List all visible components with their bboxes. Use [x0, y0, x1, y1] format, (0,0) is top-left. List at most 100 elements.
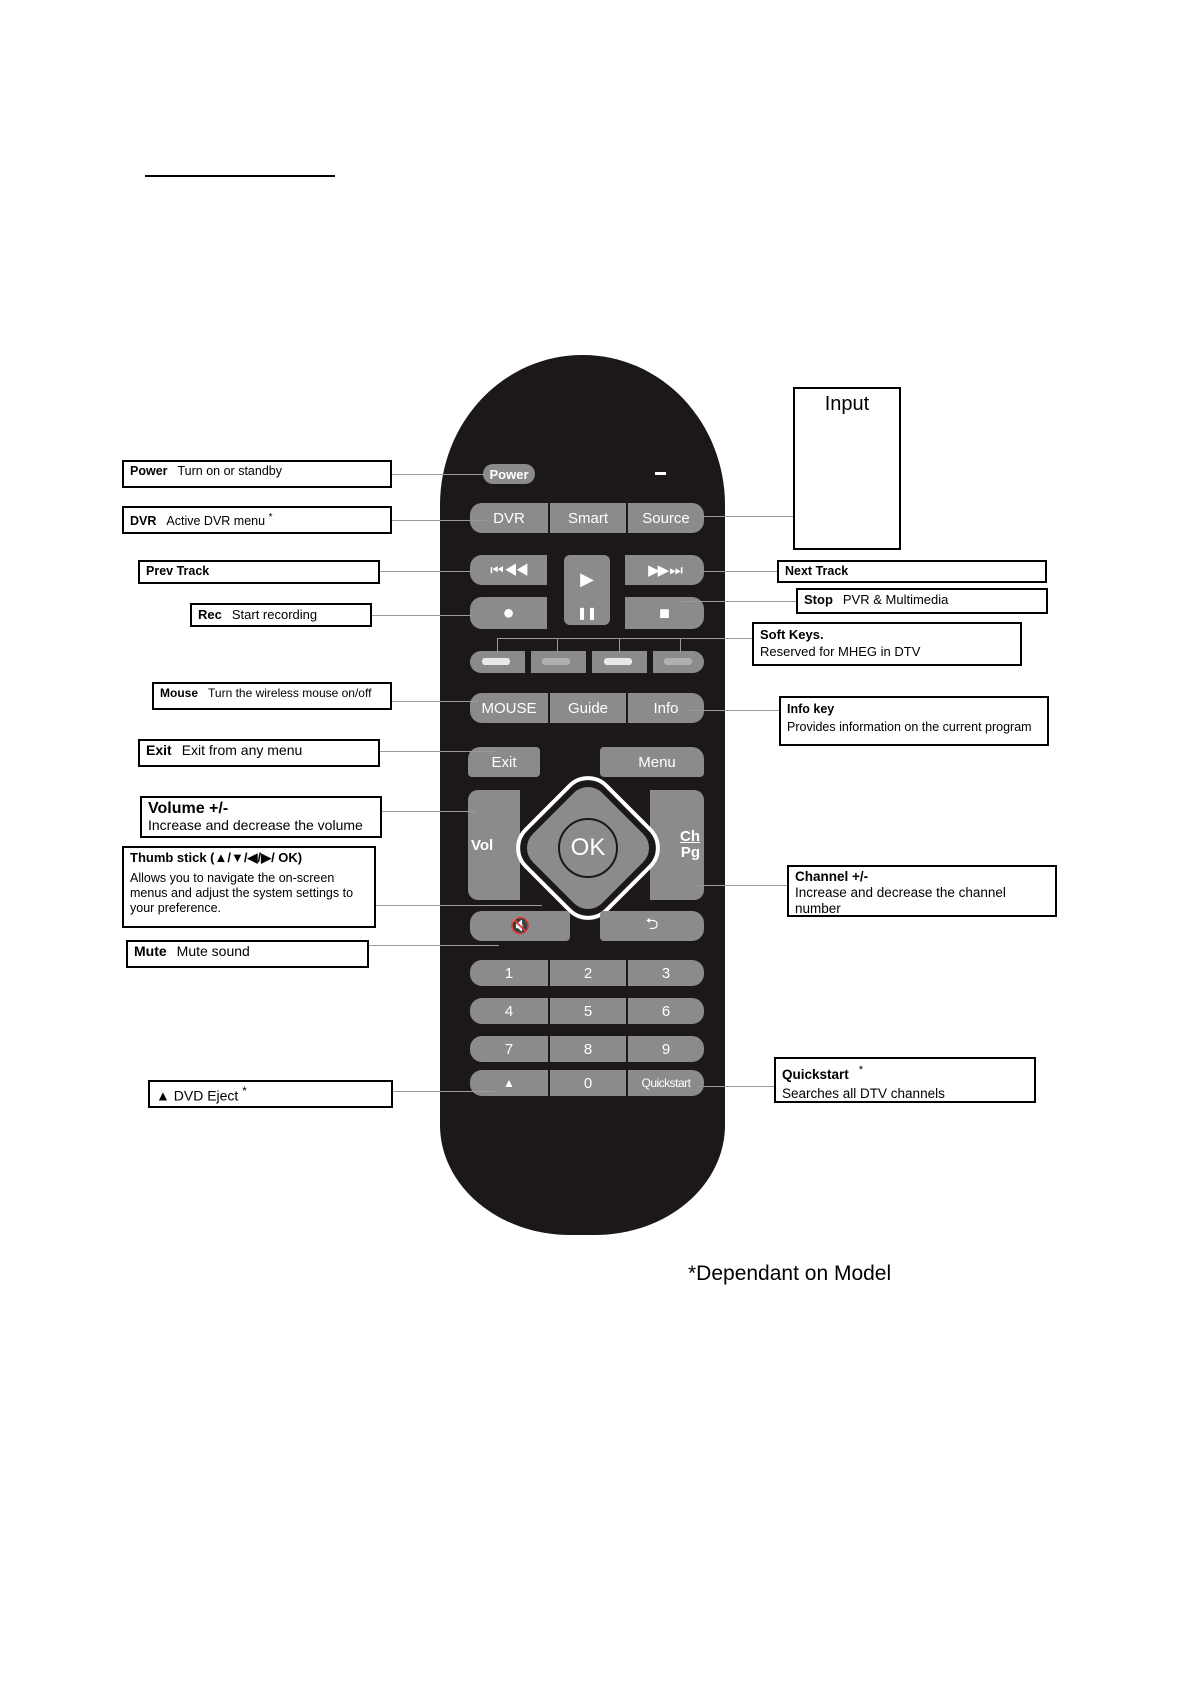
leader-line: [697, 885, 787, 886]
leader-line: [497, 638, 752, 639]
label-rec-key: Rec: [198, 607, 222, 622]
label-dvr-desc: Active DVR menu: [166, 514, 266, 529]
label-channel: Channel +/- Increase and decrease the ch…: [787, 865, 1057, 917]
label-mouse: Mouse Turn the wireless mouse on/off: [152, 682, 392, 710]
label-eject-desc: DVD Eject: [173, 1087, 239, 1104]
label-info-desc: Provides information on the current prog…: [787, 720, 1032, 734]
label-prev-key: Prev Track: [146, 564, 210, 578]
number-key-6[interactable]: 6: [626, 998, 704, 1024]
label-mouse-desc: Turn the wireless mouse on/off: [208, 686, 372, 700]
label-soft-key: Soft Keys.: [760, 627, 824, 642]
soft-key-mark: [542, 658, 570, 665]
label-stop-key: Stop: [804, 592, 833, 607]
leader-line: [393, 1091, 498, 1092]
label-power: Power Turn on or standby: [122, 460, 392, 488]
label-prev-track: Prev Track: [138, 560, 380, 584]
menu-button[interactable]: Menu: [600, 747, 704, 777]
number-key-2[interactable]: 2: [548, 960, 626, 986]
leader-line: [369, 945, 499, 946]
label-exit-desc: Exit from any menu: [181, 742, 303, 758]
footnote: *Dependant on Model: [688, 1262, 892, 1285]
exit-button[interactable]: Exit: [468, 747, 540, 777]
leader-line: [380, 571, 473, 572]
leader-line: [372, 615, 472, 616]
leader-line: [376, 905, 542, 906]
label-power-key: Power: [130, 464, 168, 478]
label-rec: Rec Start recording: [190, 603, 372, 627]
leader-line: [698, 1086, 774, 1087]
number-key-8[interactable]: 8: [548, 1036, 626, 1062]
dvr-button[interactable]: DVR: [470, 503, 548, 533]
leader-line: [392, 474, 484, 475]
label-dvr: DVR Active DVR menu *: [122, 506, 392, 534]
leader-line: [380, 751, 495, 752]
number-key-9[interactable]: 9: [626, 1036, 704, 1062]
leader-tick: [557, 638, 558, 653]
label-thumb-desc: Allows you to navigate the on-screen men…: [130, 871, 354, 915]
play-button[interactable]: ▶: [564, 555, 610, 625]
quickstart-button[interactable]: Quickstart: [626, 1070, 704, 1096]
label-volume: Volume +/- Increase and decrease the vol…: [140, 796, 382, 838]
label-thumb-key: Thumb stick (▲/▼/◀/▶/ OK): [130, 850, 303, 865]
label-volume-desc: Increase and decrease the volume: [148, 817, 363, 833]
power-button[interactable]: Power: [483, 464, 535, 484]
soft-key-mark: [604, 658, 632, 665]
rec-button[interactable]: ●: [470, 597, 547, 629]
heading-underline: [145, 175, 335, 177]
label-exit-key: Exit: [146, 742, 172, 758]
label-stop: Stop PVR & Multimedia: [796, 588, 1048, 614]
label-dvr-star: *: [268, 512, 273, 523]
mute-button[interactable]: 🔇: [470, 911, 570, 941]
label-info-key: Info key Provides information on the cur…: [779, 696, 1049, 746]
stop-button[interactable]: ■: [625, 597, 704, 629]
leader-line: [701, 516, 793, 517]
label-volume-key: Volume +/-: [148, 800, 229, 817]
label-channel-key: Channel +/-: [795, 869, 869, 884]
prev-track-button[interactable]: ⏮ ◀◀: [470, 555, 547, 585]
ok-button[interactable]: OK: [558, 818, 618, 878]
indicator-led: [655, 472, 666, 475]
source-button[interactable]: Source: [626, 503, 704, 533]
leader-tick: [619, 638, 620, 653]
leader-tick: [680, 638, 681, 653]
leader-line: [382, 811, 476, 812]
guide-button[interactable]: Guide: [548, 693, 626, 723]
volume-rocker[interactable]: Vol: [468, 790, 520, 900]
label-stop-desc: PVR & Multimedia: [842, 592, 949, 607]
info-button[interactable]: Info: [626, 693, 704, 723]
label-channel-desc: Increase and decrease the channel number: [795, 885, 1006, 916]
number-key-7[interactable]: 7: [470, 1036, 548, 1062]
label-soft-keys: Soft Keys. Reserved for MHEG in DTV: [752, 622, 1022, 666]
label-eject-star: *: [242, 1085, 247, 1098]
label-mouse-key: Mouse: [160, 686, 199, 700]
number-key-0[interactable]: 0: [548, 1070, 626, 1096]
label-thumb-stick: Thumb stick (▲/▼/◀/▶/ OK) Allows you to …: [122, 846, 376, 928]
smart-button[interactable]: Smart: [548, 503, 626, 533]
number-key-1[interactable]: 1: [470, 960, 548, 986]
label-mute-desc: Mute sound: [176, 943, 250, 959]
next-track-button[interactable]: ▶▶ ⏭: [625, 555, 704, 585]
number-key-3[interactable]: 3: [626, 960, 704, 986]
label-input-title: Input: [824, 393, 870, 415]
label-quick-desc: Searches all DTV channels: [782, 1085, 945, 1101]
pause-button[interactable]: ❚❚: [576, 606, 598, 620]
page-label: Pg: [680, 844, 700, 861]
mouse-button[interactable]: MOUSE: [470, 693, 548, 723]
leader-line: [682, 601, 796, 602]
soft-key-mark: [482, 658, 510, 665]
eject-button[interactable]: ▲: [470, 1070, 548, 1096]
label-power-desc: Turn on or standby: [177, 464, 282, 478]
soft-key-mark: [664, 658, 692, 665]
label-quick-star: *: [858, 1064, 864, 1076]
label-rec-desc: Start recording: [231, 607, 318, 622]
channel-label: Ch: [680, 828, 700, 845]
number-key-5[interactable]: 5: [548, 998, 626, 1024]
label-soft-desc: Reserved for MHEG in DTV: [760, 644, 921, 659]
leader-tick: [497, 638, 498, 653]
label-dvr-key: DVR: [130, 514, 157, 529]
label-eject: ▲ DVD Eject *: [148, 1080, 393, 1108]
label-quick-key: Quickstart: [782, 1066, 849, 1082]
back-button[interactable]: ⮌: [600, 911, 704, 941]
number-key-4[interactable]: 4: [470, 998, 548, 1024]
